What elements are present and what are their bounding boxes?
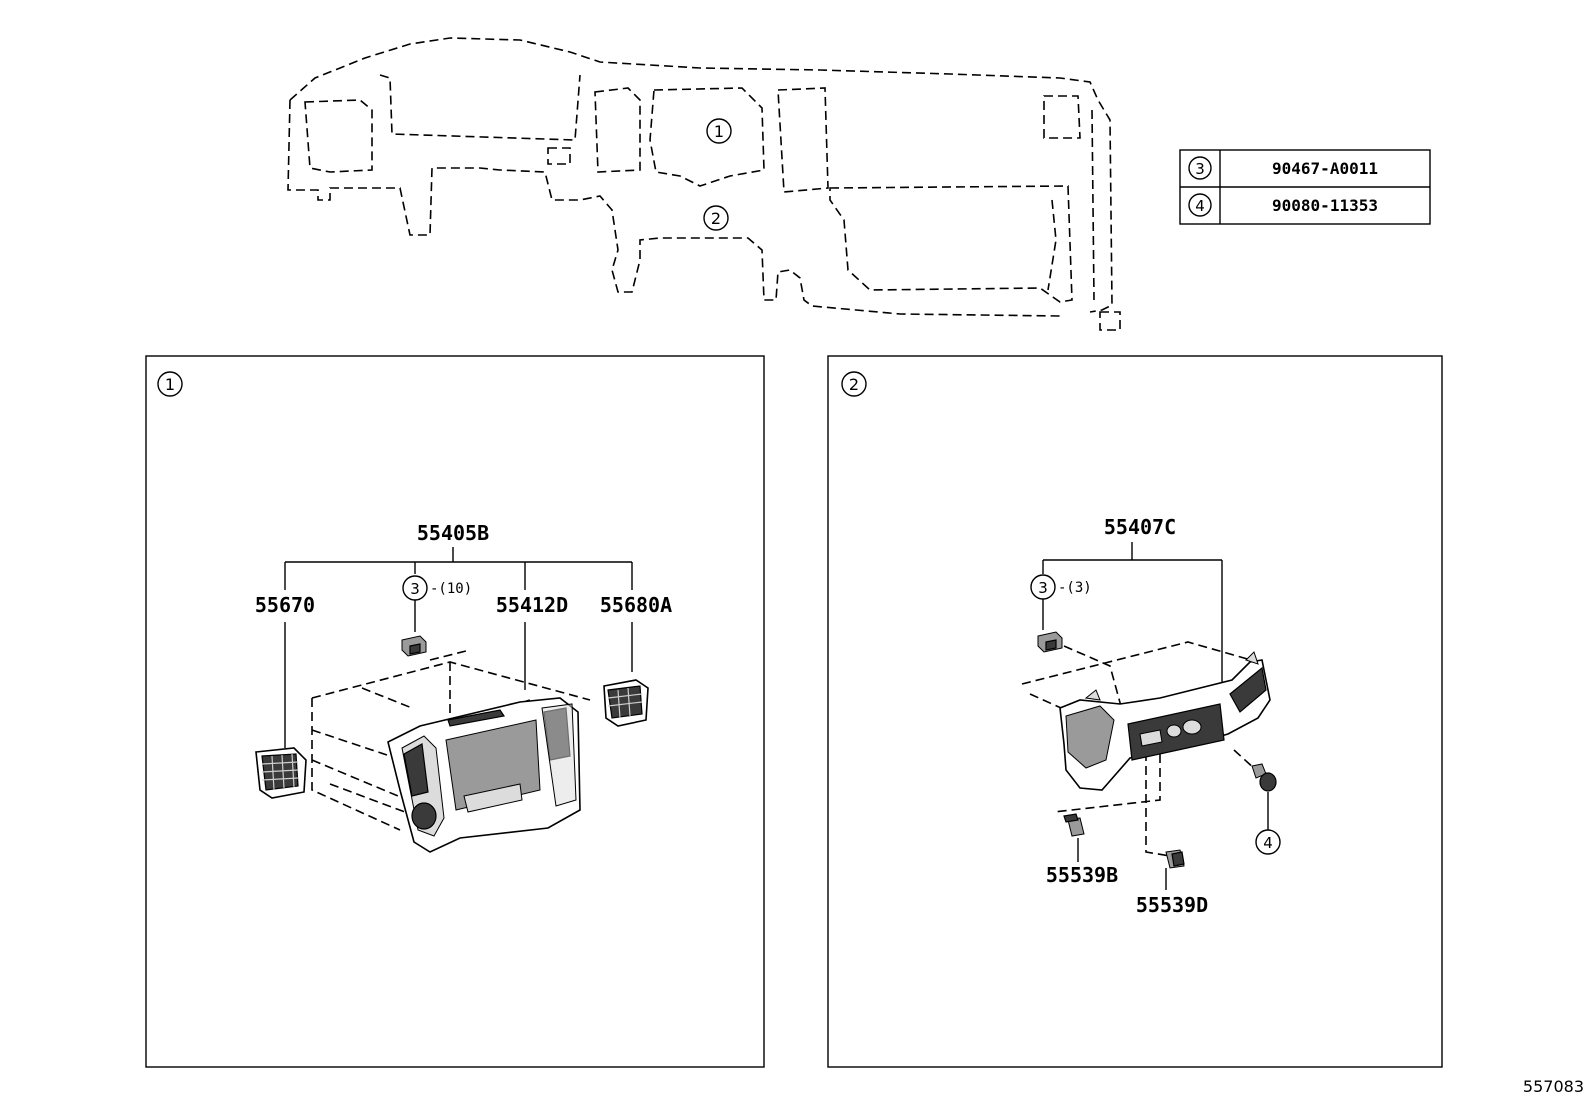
clip-55539B-part <box>1063 813 1085 837</box>
screw-ref: 4 <box>1263 834 1273 852</box>
clip-part <box>1037 631 1063 653</box>
illustration-id: 557083 <box>1523 1077 1584 1096</box>
lower-panel-part <box>1059 651 1271 791</box>
clip-55539D-part <box>1165 849 1185 869</box>
part-label-55680A: 55680A <box>600 593 672 617</box>
parts-table-row: 3 90467-A0011 <box>1188 156 1378 180</box>
clip-part <box>401 635 427 657</box>
assembly-label-55405B: 55405B <box>417 521 489 545</box>
parts-table-row: 4 90080-11353 <box>1188 193 1378 217</box>
detail-panel-1: 1 55405B 55670 55412D 55680A 3 -(10) <box>145 355 765 1068</box>
panel-1-number-circle <box>157 371 183 397</box>
right-vent-part <box>603 679 649 727</box>
parts-table-part-number: 90467-A0011 <box>1272 159 1378 178</box>
panel-1-number: 1 <box>165 375 175 394</box>
part-label-55412D: 55412D <box>496 593 568 617</box>
parts-table-ref: 4 <box>1195 197 1205 215</box>
ref-3-circle <box>1188 156 1212 180</box>
clip-ref: 3 <box>1038 579 1048 597</box>
overview-callout-2: 2 <box>711 209 721 228</box>
parts-table: 3 90467-A0011 4 90080-11353 <box>1179 149 1431 225</box>
clip-quantity: -(3) <box>1058 580 1092 596</box>
screw-ref-circle <box>1255 829 1281 855</box>
clip-ref: 3 <box>410 580 420 598</box>
panel-2-number-circle <box>841 371 867 397</box>
screw-part <box>1251 763 1277 792</box>
parts-table-ref: 3 <box>1195 160 1205 178</box>
ref-4-circle <box>1188 193 1212 217</box>
part-label-55539D: 55539D <box>1136 893 1208 917</box>
overview-callout-1: 1 <box>714 122 724 141</box>
detail-panel-2: 2 55407C 3 -(3) <box>827 355 1443 1068</box>
part-label-55539B: 55539B <box>1046 863 1118 887</box>
overview-callout-2-circle <box>703 205 729 231</box>
dashboard-overview: 1 2 <box>287 37 1121 331</box>
overview-callout-1-circle <box>706 118 732 144</box>
panel-2-number: 2 <box>849 375 859 394</box>
center-panel-part <box>387 697 581 853</box>
assembly-label-55407C: 55407C <box>1104 515 1176 539</box>
left-vent-part <box>255 747 307 799</box>
part-label-55670: 55670 <box>255 593 315 617</box>
parts-table-part-number: 90080-11353 <box>1272 196 1378 215</box>
clip-quantity: -(10) <box>430 581 472 597</box>
